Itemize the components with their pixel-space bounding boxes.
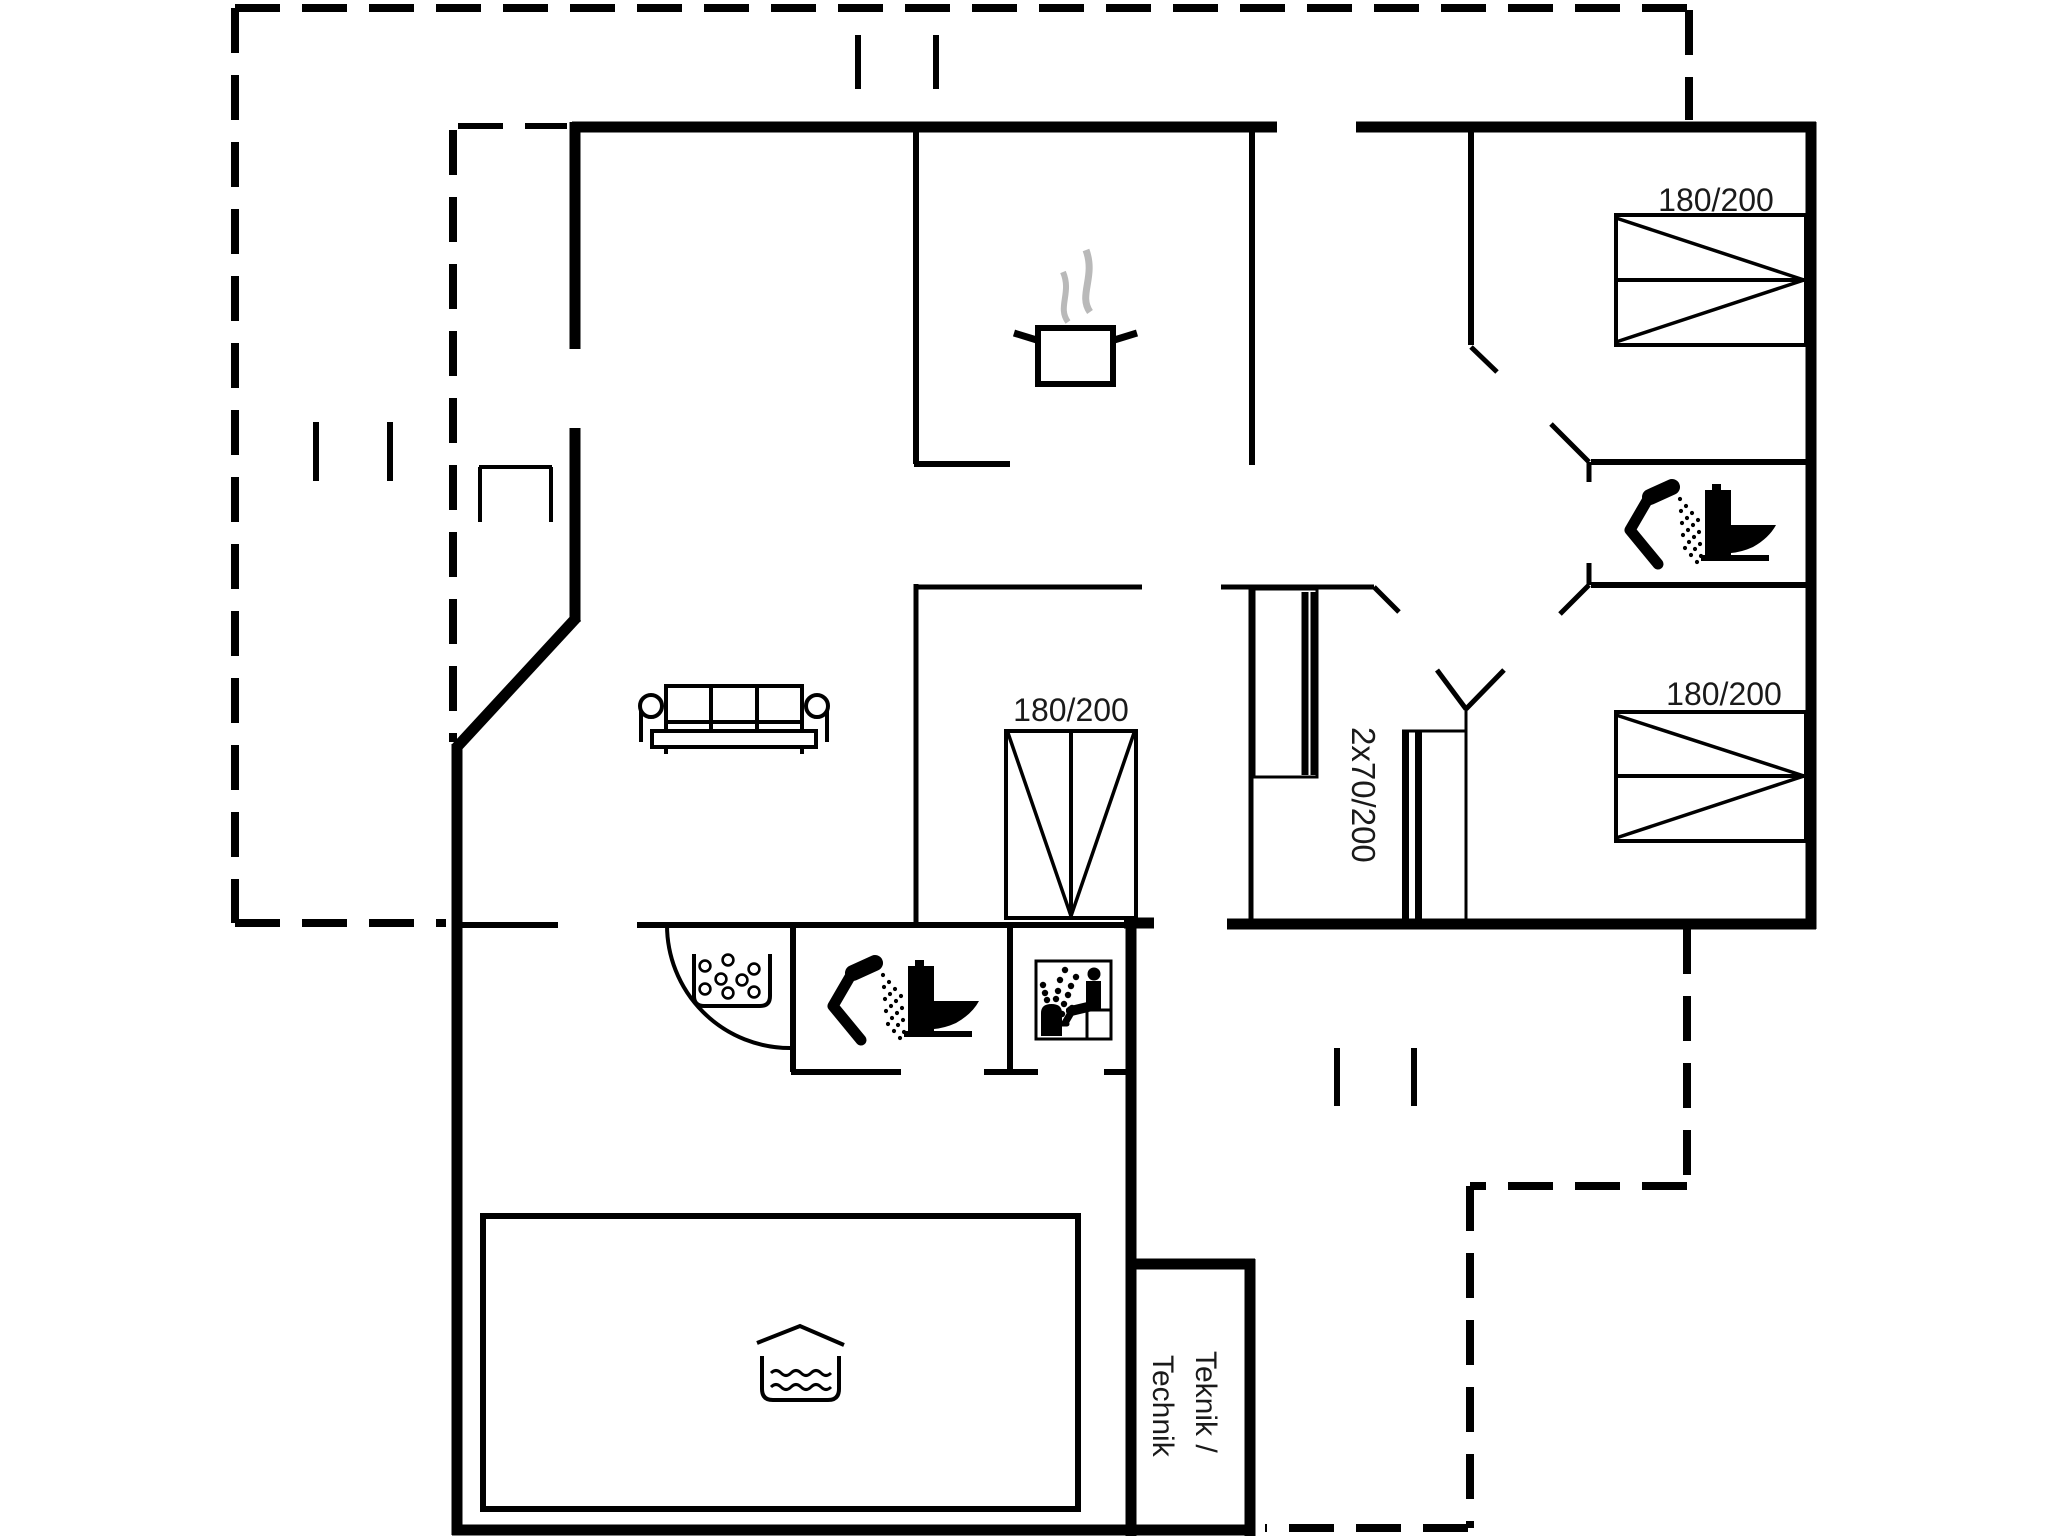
svg-text:Technik: Technik <box>1146 1355 1179 1458</box>
svg-text:180/200: 180/200 <box>1013 692 1129 728</box>
svg-text:2x70/200: 2x70/200 <box>1345 727 1382 863</box>
svg-text:180/200: 180/200 <box>1666 676 1782 712</box>
svg-text:180/200: 180/200 <box>1658 182 1774 218</box>
svg-text:Teknik /: Teknik / <box>1189 1351 1222 1453</box>
